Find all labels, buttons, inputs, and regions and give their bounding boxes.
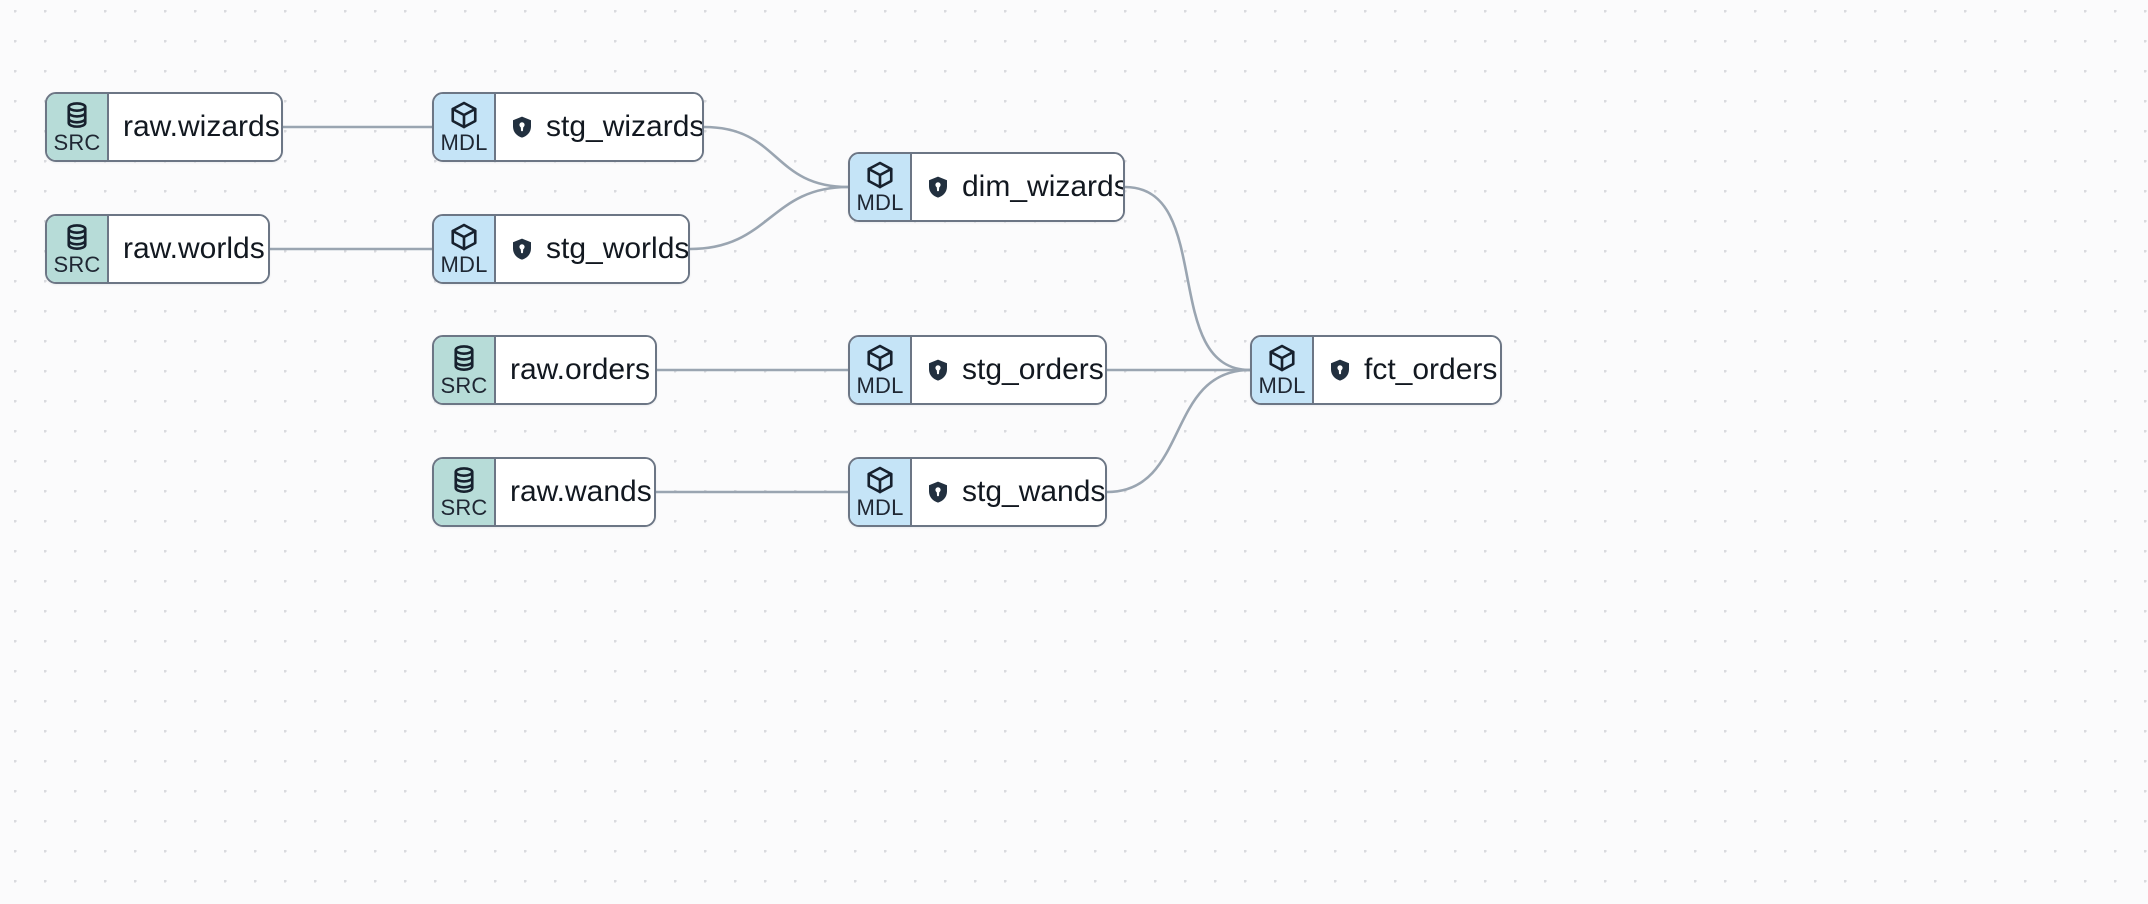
node-label: dim_wizards (962, 170, 1125, 203)
node-type-badge: MDL (434, 216, 496, 282)
node-type-label: SRC (440, 495, 488, 520)
node-label: stg_orders (962, 353, 1104, 386)
node-body: raw.wizards (109, 94, 281, 160)
node-type-badge: MDL (850, 154, 912, 220)
shield-lock-icon (926, 480, 950, 504)
lineage-edge (1105, 368, 1252, 494)
node-label: raw.worlds (123, 232, 265, 265)
node-label: raw.orders (510, 353, 651, 386)
lineage-node-dim_wizards[interactable]: MDL dim_wizards (848, 152, 1125, 222)
cube-icon (865, 465, 895, 495)
shield-lock-icon (926, 175, 950, 199)
node-label: stg_wizards (546, 110, 704, 143)
node-type-badge: MDL (850, 337, 912, 403)
cube-icon (449, 222, 479, 252)
node-type-badge: SRC (47, 216, 109, 282)
lineage-node-raw_wands[interactable]: SRC raw.wands (432, 457, 656, 527)
node-body: stg_wands (912, 459, 1106, 525)
node-body: stg_wizards (496, 94, 704, 160)
lineage-node-raw_worlds[interactable]: SRC raw.worlds (45, 214, 270, 284)
node-body: raw.orders (496, 337, 655, 403)
lineage-node-raw_orders[interactable]: SRC raw.orders (432, 335, 657, 405)
lineage-edge (702, 125, 850, 189)
database-icon (62, 222, 92, 252)
node-type-badge: MDL (434, 94, 496, 160)
database-icon (62, 100, 92, 130)
node-label: stg_worlds (546, 232, 690, 265)
node-type-badge: SRC (434, 459, 496, 525)
lineage-node-stg_wands[interactable]: MDL stg_wands (848, 457, 1107, 527)
node-body: stg_orders (912, 337, 1105, 403)
database-icon (449, 465, 479, 495)
node-type-label: MDL (440, 130, 488, 155)
node-type-label: SRC (53, 252, 101, 277)
node-body: dim_wizards (912, 154, 1125, 220)
node-type-label: MDL (856, 190, 904, 215)
node-label: raw.wizards (123, 110, 280, 143)
shield-lock-icon (926, 358, 950, 382)
node-type-label: MDL (856, 373, 904, 398)
cube-icon (865, 343, 895, 373)
node-type-badge: SRC (47, 94, 109, 160)
lineage-node-stg_worlds[interactable]: MDL stg_worlds (432, 214, 690, 284)
node-type-badge: SRC (434, 337, 496, 403)
lineage-node-stg_wizards[interactable]: MDL stg_wizards (432, 92, 704, 162)
lineage-node-fct_orders[interactable]: MDL fct_orders (1250, 335, 1502, 405)
node-body: raw.worlds (109, 216, 268, 282)
node-type-label: MDL (440, 252, 488, 277)
node-type-badge: MDL (1252, 337, 1314, 403)
node-type-label: SRC (53, 130, 101, 155)
lineage-node-stg_orders[interactable]: MDL stg_orders (848, 335, 1107, 405)
lineage-node-raw_wizards[interactable]: SRC raw.wizards (45, 92, 283, 162)
node-type-label: MDL (856, 495, 904, 520)
database-icon (449, 343, 479, 373)
cube-icon (865, 160, 895, 190)
node-body: raw.wands (496, 459, 654, 525)
shield-lock-icon (510, 115, 534, 139)
cube-icon (1267, 343, 1297, 373)
node-label: raw.wands (510, 475, 652, 508)
lineage-edge (1123, 185, 1252, 372)
node-type-label: SRC (440, 373, 488, 398)
shield-lock-icon (1328, 358, 1352, 382)
node-body: fct_orders (1314, 337, 1500, 403)
node-body: stg_worlds (496, 216, 690, 282)
cube-icon (449, 100, 479, 130)
node-type-label: MDL (1258, 373, 1306, 398)
node-label: stg_wands (962, 475, 1106, 508)
shield-lock-icon (510, 237, 534, 261)
node-type-badge: MDL (850, 459, 912, 525)
lineage-edge (688, 185, 850, 251)
node-label: fct_orders (1364, 353, 1498, 386)
